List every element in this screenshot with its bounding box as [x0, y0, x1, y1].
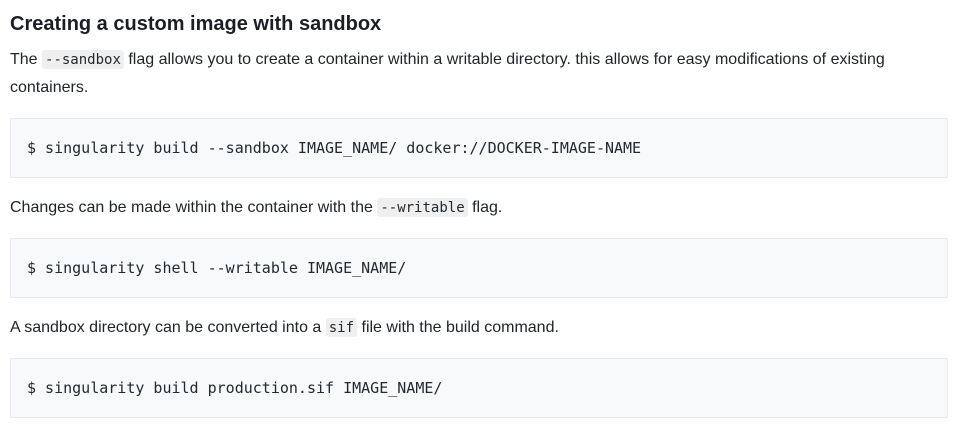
code-block-build-sandbox: $ singularity build --sandbox IMAGE_NAME…: [10, 118, 948, 178]
text-segment: Changes can be made within the container…: [10, 199, 378, 216]
inline-code-sif: sif: [325, 318, 358, 337]
code-block-build-sif: $ singularity build production.sif IMAGE…: [10, 358, 948, 418]
page-title: Creating a custom image with sandbox: [10, 13, 382, 35]
code-line: $ singularity build production.sif IMAGE…: [27, 379, 443, 397]
code-line: $ singularity shell --writable IMAGE_NAM…: [27, 259, 407, 277]
code-block-shell-writable: $ singularity shell --writable IMAGE_NAM…: [10, 238, 948, 298]
text-segment: file with the build command.: [357, 319, 559, 336]
paragraph-writable: Changes can be made within the container…: [10, 194, 948, 222]
code-line: $ singularity build --sandbox IMAGE_NAME…: [27, 139, 642, 157]
text-segment: flag.: [467, 199, 503, 216]
paragraph-sif-convert: A sandbox directory can be converted int…: [10, 314, 948, 342]
text-segment: flag allows you to create a container wi…: [10, 51, 885, 96]
paragraph-sandbox-intro: The --sandbox flag allows you to create …: [10, 46, 948, 102]
inline-code-sandbox-flag: --sandbox: [42, 50, 124, 69]
inline-code-writable-flag: --writable: [377, 198, 468, 217]
text-segment: A sandbox directory can be converted int…: [10, 319, 326, 336]
text-segment: The: [10, 51, 43, 68]
